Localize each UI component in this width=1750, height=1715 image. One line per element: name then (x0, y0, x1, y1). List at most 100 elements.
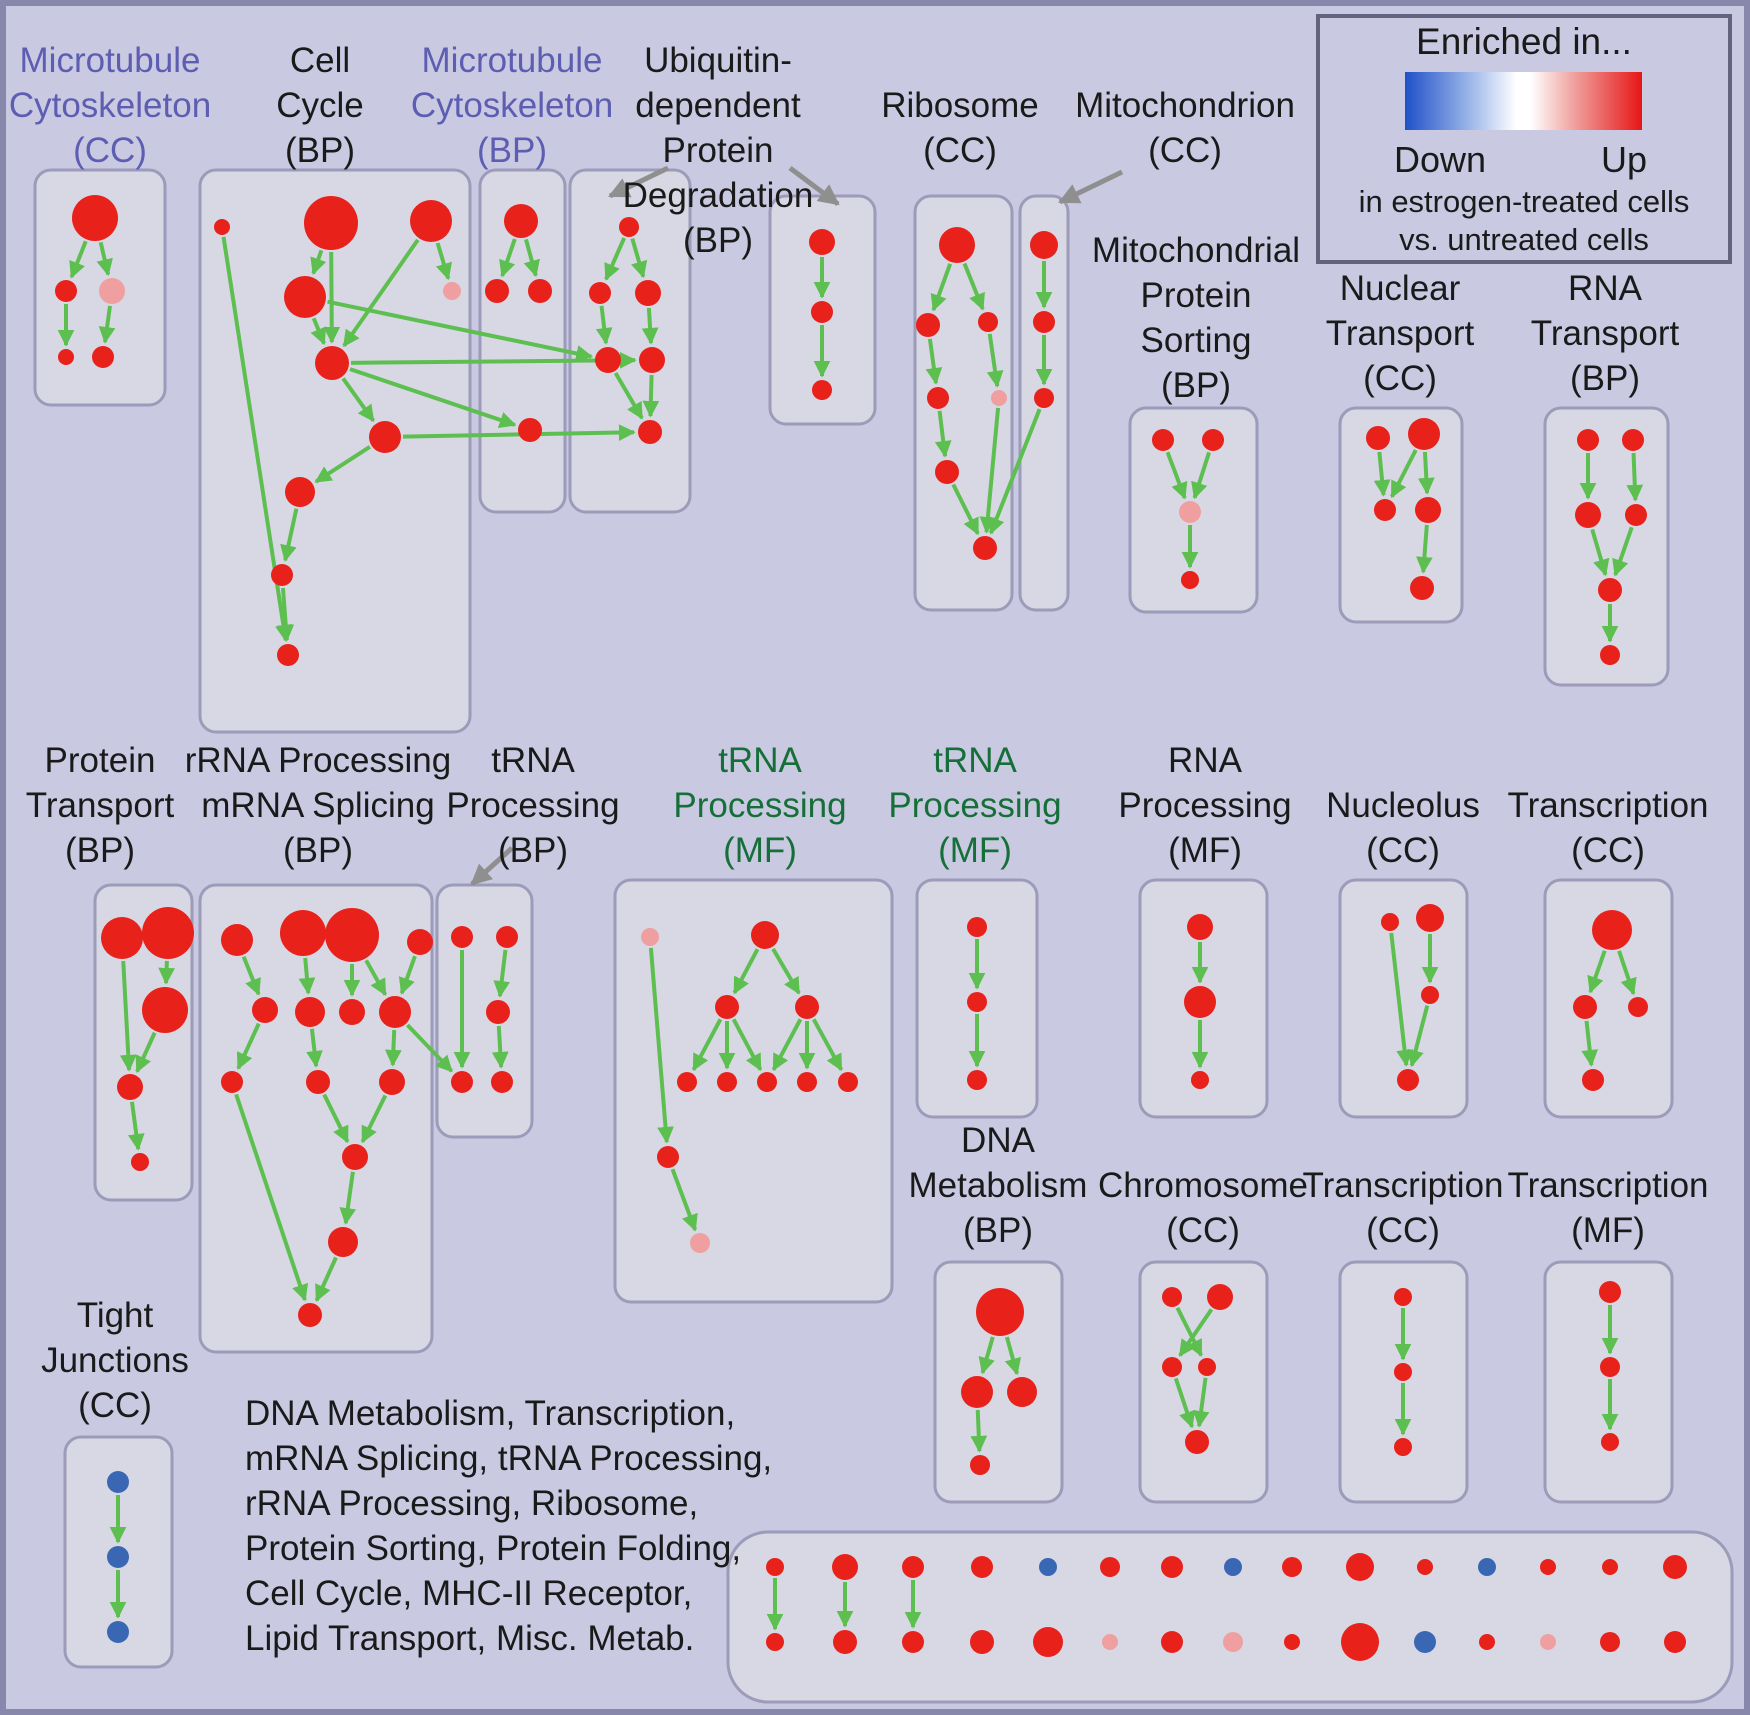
go-term-node-ribosome-3 (927, 387, 949, 409)
go-term-node-rrna-4 (252, 997, 278, 1023)
go-term-node-trna_bp-1 (496, 926, 518, 948)
go-term-node-tight_junc-0 (107, 1471, 129, 1493)
go-term-node-rrna-0 (221, 924, 253, 956)
go-term-node-trna_bp-0 (451, 926, 473, 948)
go-edge (1612, 526, 1634, 577)
go-term-node-tx_cc2-0 (1394, 1288, 1412, 1306)
go-term-node-rna_trans-3 (1625, 504, 1647, 526)
go-term-node-cell_cycle-1 (304, 196, 358, 250)
go-term-node-tx_mf-2 (1601, 1433, 1619, 1451)
go-edge (398, 955, 417, 995)
go-term-node-misc-24 (1341, 1623, 1379, 1661)
go-term-node-mt_bp-1 (485, 279, 509, 303)
go-term-node-cell_cycle-3 (284, 276, 326, 318)
go-edge (641, 307, 659, 345)
go-term-node-ubiq_b-2 (812, 380, 832, 400)
go-term-node-ubiq_a-5 (638, 420, 662, 444)
go-term-node-ribosome-4 (991, 390, 1007, 406)
go-term-node-rna_trans-5 (1600, 645, 1620, 665)
go-edge (342, 238, 420, 348)
go-term-node-tight_junc-2 (107, 1621, 129, 1643)
go-term-node-rna_trans-2 (1575, 502, 1601, 528)
go-term-node-nuc_trans-0 (1366, 426, 1390, 450)
legend-up-label: Up (1601, 139, 1647, 180)
go-term-node-misc-18 (970, 1630, 994, 1654)
go-edge (1617, 950, 1637, 996)
go-term-node-misc-27 (1540, 1634, 1556, 1650)
go-term-node-trna_mf_big-3 (795, 995, 819, 1019)
legend-subtitle-1: in estrogen-treated cells (1359, 184, 1690, 219)
go-term-node-misc-20 (1102, 1634, 1118, 1650)
go-term-node-trna_mf_small-2 (967, 1070, 987, 1090)
go-term-node-misc-6 (1161, 1556, 1183, 1578)
go-term-node-tx_mf-0 (1599, 1281, 1621, 1303)
go-edge (327, 299, 594, 362)
go-term-node-rrna-8 (221, 1071, 243, 1093)
go-edge (670, 1168, 698, 1232)
go-term-node-cell_cycle-8 (271, 564, 293, 586)
go-edge (314, 1256, 338, 1302)
go-term-node-tx_cc1-0 (1592, 910, 1632, 950)
go-term-node-prot_trans-2 (142, 987, 188, 1033)
go-term-node-misc-15 (766, 1633, 784, 1651)
go-term-node-dna_metab-2 (1007, 1377, 1037, 1407)
label-pointer-arrow (1058, 169, 1124, 205)
go-edge (731, 1018, 763, 1072)
go-edge (925, 338, 943, 385)
go-term-node-mps-0 (1152, 429, 1174, 451)
go-term-node-misc-1 (832, 1554, 858, 1580)
go-term-node-cell_cycle-0 (214, 219, 230, 235)
go-term-node-misc-8 (1282, 1557, 1302, 1577)
go-term-node-misc-21 (1161, 1631, 1183, 1653)
go-term-node-trna_mf_big-8 (838, 1072, 858, 1092)
go-edge (1173, 1377, 1196, 1429)
cluster-box-cell_cycle (198, 168, 472, 734)
cluster-label-chromosome: Chromosome(CC) (1098, 1166, 1308, 1250)
go-term-node-prot_trans-4 (131, 1153, 149, 1171)
go-term-node-mt_cc-2 (99, 278, 125, 304)
go-edge (934, 410, 952, 458)
label-pointer-arrow (608, 165, 670, 199)
go-term-node-nuc_trans-2 (1374, 499, 1396, 521)
go-edge (771, 1018, 803, 1072)
go-term-node-ribosome-1 (916, 313, 940, 337)
go-term-node-rna_mf-0 (1187, 914, 1213, 940)
go-term-node-mps-1 (1202, 429, 1224, 451)
go-edge (962, 262, 985, 311)
go-edge (1417, 451, 1435, 495)
go-edge (979, 407, 1001, 534)
go-edge (691, 1018, 723, 1072)
label-pointer-arrow (788, 166, 840, 206)
go-edge (314, 445, 371, 484)
go-term-node-misc-5 (1100, 1557, 1120, 1577)
go-term-node-ubiq_b-0 (809, 229, 835, 255)
go-edge (435, 242, 452, 281)
go-edge (1191, 451, 1211, 500)
go-edge (1587, 950, 1607, 994)
edges (57, 165, 1644, 1631)
go-term-node-chromosome-4 (1185, 1430, 1209, 1454)
go-term-node-mito-2 (1034, 388, 1054, 408)
go-term-node-ubiq_a-3 (595, 347, 621, 373)
go-edge (98, 305, 116, 344)
go-edge (1389, 932, 1413, 1067)
go-edge (127, 1101, 145, 1151)
go-edge (119, 960, 137, 1072)
go-edge (1407, 1005, 1430, 1068)
go-term-node-rna_mf-1 (1184, 986, 1216, 1018)
go-term-node-prot_trans-3 (117, 1074, 143, 1100)
cluster-box-nucleolus (1338, 878, 1469, 1119)
go-term-node-rna_trans-4 (1598, 578, 1622, 602)
go-edge (811, 1018, 844, 1072)
